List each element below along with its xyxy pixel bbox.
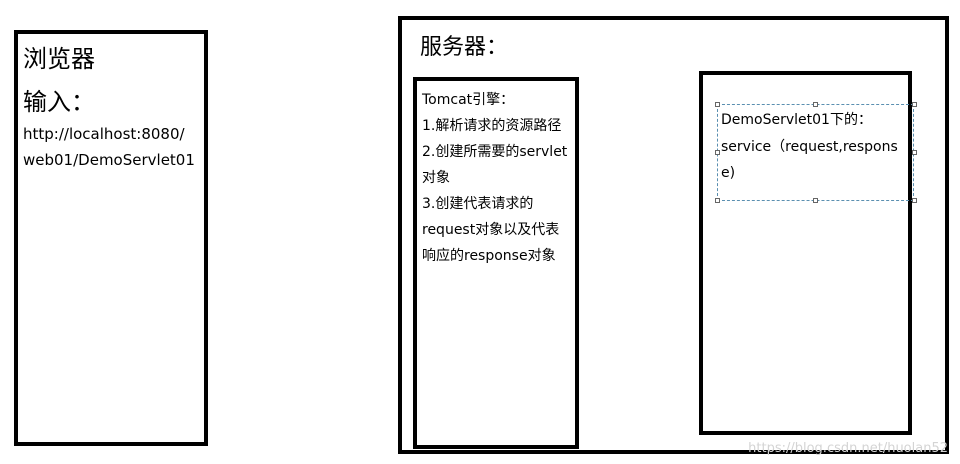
servlet-title: DemoServlet01下的： [721, 112, 872, 128]
server-box [398, 16, 949, 454]
resize-handle[interactable] [912, 150, 917, 155]
servlet-method: service（request,respons [721, 139, 898, 155]
tomcat-step: 对象 [422, 170, 450, 186]
resize-handle[interactable] [715, 150, 720, 155]
resize-handle[interactable] [912, 198, 917, 203]
url-line: web01/DemoServlet01 [23, 151, 195, 169]
browser-title: 浏览器 [23, 45, 95, 73]
resize-handle[interactable] [813, 198, 818, 203]
tomcat-step: request对象以及代表 [422, 222, 560, 238]
tomcat-step: 2.创建所需要的servlet [422, 144, 568, 160]
browser-box [14, 30, 208, 446]
tomcat-step: 3.创建代表请求的 [422, 196, 534, 212]
resize-handle[interactable] [715, 102, 720, 107]
resize-handle[interactable] [715, 198, 720, 203]
tomcat-engine-box [413, 77, 579, 449]
servlet-method: e) [721, 165, 736, 181]
resize-handle[interactable] [813, 102, 818, 107]
browser-input-label: 输入： [23, 88, 95, 116]
servlet-box [699, 71, 912, 435]
tomcat-step: 1.解析请求的资源路径 [422, 118, 562, 134]
url-line: http://localhost:8080/ [23, 125, 185, 143]
resize-handle[interactable] [912, 102, 917, 107]
tomcat-step: 响应的response对象 [422, 248, 556, 264]
server-title: 服务器： [420, 35, 509, 60]
tomcat-title: Tomcat引擎： [422, 92, 515, 108]
watermark: https://blog.csdn.net/huolan52 [748, 441, 948, 456]
